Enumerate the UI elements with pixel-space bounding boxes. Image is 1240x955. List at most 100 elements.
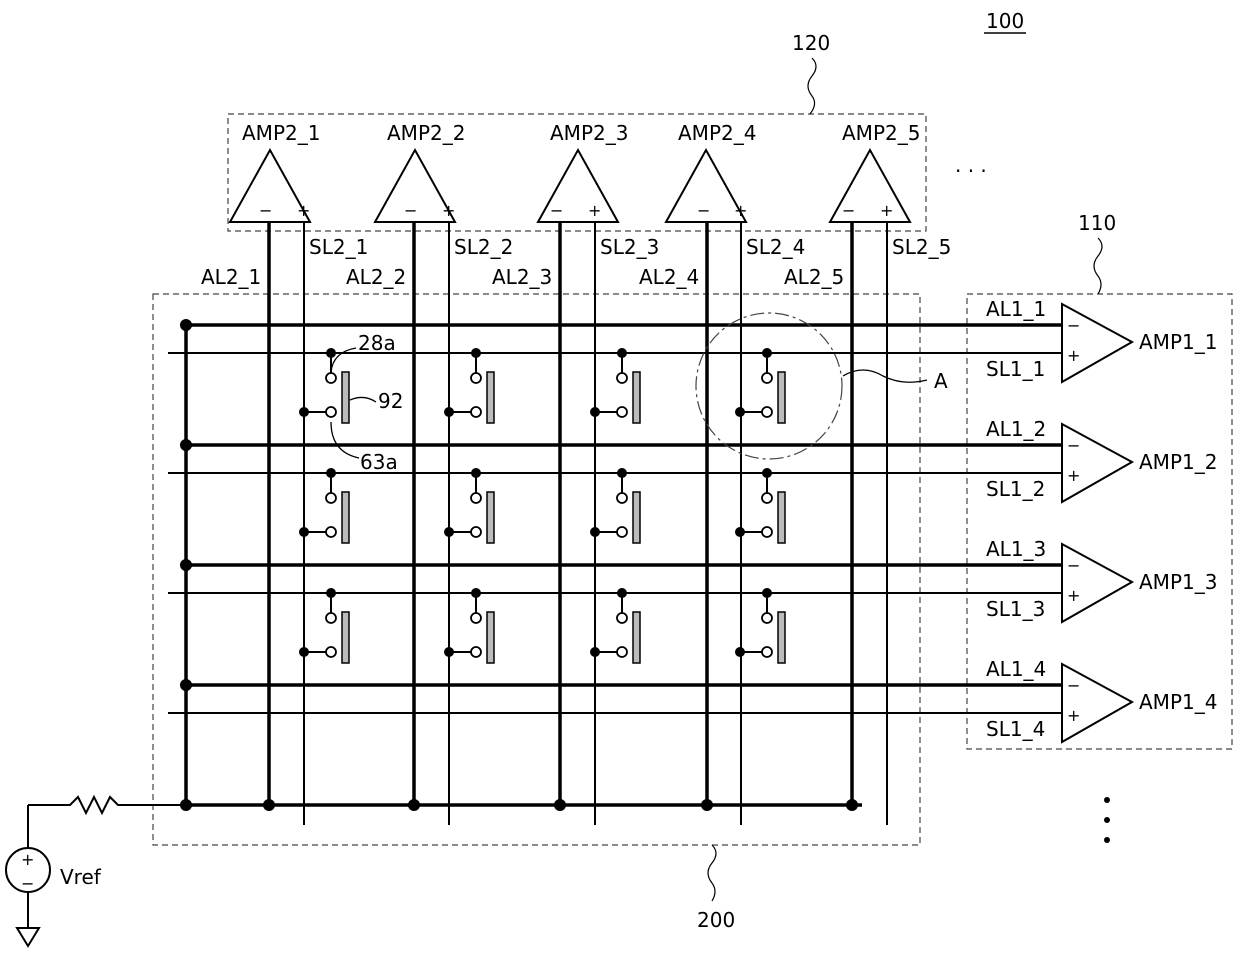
sl2-label: SL2_4 xyxy=(746,235,805,259)
amp1-minus-sign: − xyxy=(1067,316,1080,335)
bus-junction-dot xyxy=(846,799,858,811)
cell-element-icon xyxy=(342,612,349,663)
rows-continuation-dot xyxy=(1104,817,1110,823)
al2-label: AL2_3 xyxy=(492,265,552,289)
rows-continuation-dot xyxy=(1104,797,1110,803)
al2-label: AL2_4 xyxy=(639,265,699,289)
cell-bottom-junction-dot xyxy=(735,407,745,417)
array-block-label: 200 xyxy=(697,908,735,932)
cell-bottom-junction-dot xyxy=(299,407,309,417)
cell-bottom-terminal xyxy=(326,407,336,417)
amp1-block-leader xyxy=(1094,238,1102,294)
callout-a: A xyxy=(934,369,948,393)
amp1-plus-sign: + xyxy=(1067,706,1080,725)
al2-label: AL2_1 xyxy=(201,265,261,289)
amp2-label: AMP2_3 xyxy=(550,121,628,145)
cell-top-terminal xyxy=(762,613,772,623)
columns-continuation: · · · xyxy=(955,159,987,183)
leader-63a xyxy=(331,422,359,458)
amp2-minus-sign: − xyxy=(404,201,417,220)
cell-bottom-terminal xyxy=(471,647,481,657)
amp1-minus-sign: − xyxy=(1067,676,1080,695)
amp1-minus-sign: − xyxy=(1067,556,1080,575)
amp2-minus-sign: − xyxy=(259,201,272,220)
bus-junction-dot xyxy=(180,439,192,451)
cell-bottom-terminal xyxy=(617,647,627,657)
al1-label: AL1_1 xyxy=(986,297,1046,321)
cell-element-icon xyxy=(633,612,640,663)
cell-bottom-junction-dot xyxy=(444,647,454,657)
amp2-minus-sign: − xyxy=(697,201,710,220)
sl1-label: SL1_1 xyxy=(986,357,1045,381)
callout-92: 92 xyxy=(378,389,403,413)
amp2-minus-sign: − xyxy=(550,201,563,220)
cell-bottom-terminal xyxy=(326,647,336,657)
cell-bottom-junction-dot xyxy=(299,527,309,537)
cell-bottom-junction-dot xyxy=(735,527,745,537)
amp2-block-leader xyxy=(808,58,816,114)
amp1-label: AMP1_3 xyxy=(1139,570,1217,594)
cell-bottom-terminal xyxy=(471,407,481,417)
cell-top-terminal xyxy=(617,493,627,503)
sl2-label: SL2_1 xyxy=(309,235,368,259)
rows-continuation-dot xyxy=(1104,837,1110,843)
cell-top-terminal xyxy=(326,613,336,623)
cell-bottom-junction-dot xyxy=(590,647,600,657)
amp2-plus-sign: + xyxy=(297,201,310,220)
cell-bottom-junction-dot xyxy=(299,647,309,657)
callout-63a: 63a xyxy=(360,450,398,474)
cell-top-terminal xyxy=(471,373,481,383)
amp2-plus-sign: + xyxy=(880,201,893,220)
ground-icon xyxy=(17,928,39,946)
leader-92 xyxy=(350,397,376,402)
amp1-block-label: 110 xyxy=(1078,211,1116,235)
bus-junction-dot xyxy=(180,319,192,331)
cell-bottom-terminal xyxy=(617,527,627,537)
figure-number: 100 xyxy=(986,9,1024,33)
array-block-leader xyxy=(708,845,716,901)
amp2-label: AMP2_2 xyxy=(387,121,465,145)
al1-label: AL1_2 xyxy=(986,417,1046,441)
al1-label: AL1_3 xyxy=(986,537,1046,561)
cell-top-terminal xyxy=(326,493,336,503)
amp2-plus-sign: + xyxy=(734,201,747,220)
amp2-label: AMP2_5 xyxy=(842,121,920,145)
amp2-block-label: 120 xyxy=(792,31,830,55)
cell-element-icon xyxy=(487,372,494,423)
al1-label: AL1_4 xyxy=(986,657,1046,681)
cell-bottom-terminal xyxy=(471,527,481,537)
cell-bottom-terminal xyxy=(762,647,772,657)
cell-bottom-junction-dot xyxy=(444,527,454,537)
al2-label: AL2_5 xyxy=(784,265,844,289)
vref-plus: + xyxy=(21,850,34,869)
amp1-plus-sign: + xyxy=(1067,586,1080,605)
amp2-plus-sign: + xyxy=(588,201,601,220)
cell-top-terminal xyxy=(762,493,772,503)
sl2-label: SL2_3 xyxy=(600,235,659,259)
amp2-plus-sign: + xyxy=(442,201,455,220)
cell-bottom-terminal xyxy=(762,407,772,417)
bus-junction-dot xyxy=(701,799,713,811)
cell-element-icon xyxy=(487,492,494,543)
cell-element-icon xyxy=(633,372,640,423)
vref-resistor xyxy=(28,797,186,813)
cell-bottom-terminal xyxy=(762,527,772,537)
cell-element-icon xyxy=(487,612,494,663)
cell-element-icon xyxy=(342,372,349,423)
sl1-label: SL1_2 xyxy=(986,477,1045,501)
cell-element-icon xyxy=(342,492,349,543)
vref-label: Vref xyxy=(60,865,102,889)
cell-top-terminal xyxy=(471,613,481,623)
bus-junction-dot xyxy=(554,799,566,811)
amp2-minus-sign: − xyxy=(842,201,855,220)
cell-top-terminal xyxy=(326,373,336,383)
cell-top-terminal xyxy=(617,373,627,383)
bus-junction-dot xyxy=(180,679,192,691)
cell-bottom-junction-dot xyxy=(444,407,454,417)
sl2-label: SL2_2 xyxy=(454,235,513,259)
cell-bottom-junction-dot xyxy=(590,407,600,417)
callout-28a: 28a xyxy=(358,331,396,355)
cell-bottom-junction-dot xyxy=(735,647,745,657)
bus-junction-dot xyxy=(408,799,420,811)
